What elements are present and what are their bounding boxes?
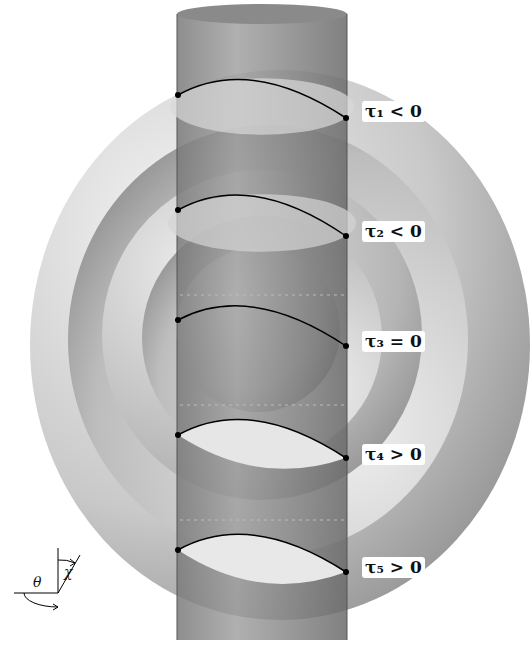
slice [175, 419, 349, 468]
guide-line [180, 520, 344, 521]
slice-label: τ₅ > 0 [362, 557, 425, 578]
label-holder: τ₁ < 0 [362, 101, 425, 122]
label-holder: θ [33, 575, 41, 590]
slice-label: τ₃ = 0 [362, 331, 425, 352]
angle-label: θ [33, 575, 41, 590]
label-holder: χ [64, 565, 72, 580]
guide-line [180, 405, 344, 406]
cylinder-top [177, 4, 347, 24]
label-holder: τ₄ > 0 [362, 444, 425, 465]
label-holder: τ₅ > 0 [362, 557, 425, 578]
slice [170, 78, 354, 134]
slice-label: τ₁ < 0 [362, 101, 425, 122]
angle-icon [14, 548, 80, 610]
angle-label: χ [64, 565, 72, 580]
slice [175, 534, 349, 584]
slice [168, 194, 356, 252]
guide-line [180, 295, 344, 296]
slice-label: τ₂ < 0 [362, 221, 425, 242]
label-holder: τ₃ = 0 [362, 331, 425, 352]
slice-label: τ₄ > 0 [362, 444, 425, 465]
label-holder: τ₂ < 0 [362, 221, 425, 242]
slice [175, 306, 349, 349]
